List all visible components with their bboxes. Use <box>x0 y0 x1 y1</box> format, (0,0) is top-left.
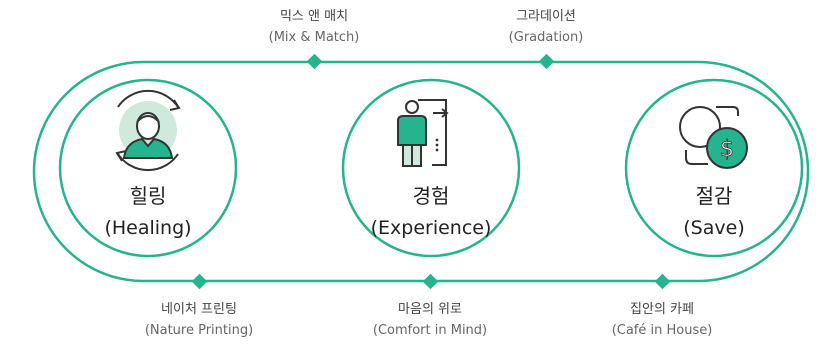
node-healing-ko: 힐링 <box>129 184 167 208</box>
node-save-en: (Save) <box>683 217 745 239</box>
node-experience-title: 경험 (Experience) <box>371 183 492 241</box>
label-mix-match-ko: 믹스 앤 매치 <box>279 9 349 24</box>
node-circle-experience <box>341 78 521 258</box>
node-save-title: 절감 (Save) <box>683 183 744 241</box>
node-circle-save <box>624 78 804 258</box>
person-cycle-icon <box>115 89 181 172</box>
label-cafe-en: (Café in House) <box>611 323 713 338</box>
dollar-coin-icon: $ <box>679 106 748 169</box>
label-gradation: 그라데이션 (Gradation) <box>509 8 584 47</box>
node-healing-title: 힐링 (Healing) <box>104 183 191 241</box>
label-nature-printing-en: (Nature Printing) <box>144 323 254 338</box>
connector-dot-cafe <box>654 273 671 290</box>
label-mix-match-en: (Mix & Match) <box>268 30 360 45</box>
label-comfort-ko: 마음의 위로 <box>398 302 462 317</box>
label-cafe-ko: 집안의 카페 <box>630 302 694 317</box>
label-cafe: 집안의 카페 (Café in House) <box>612 301 713 340</box>
svg-text:$: $ <box>720 137 734 162</box>
connector-dot-mix-match <box>306 53 323 70</box>
connector-dot-gradation <box>538 53 555 70</box>
node-circle-healing <box>58 78 238 258</box>
label-gradation-en: (Gradation) <box>508 30 584 45</box>
connector-dot-comfort <box>422 273 439 290</box>
node-healing-en: (Healing) <box>104 217 192 239</box>
node-experience-ko: 경험 <box>412 184 450 208</box>
label-nature-printing-ko: 네이처 프린팅 <box>161 302 237 317</box>
connector-dot-nature-printing <box>191 273 208 290</box>
label-mix-match: 믹스 앤 매치 (Mix & Match) <box>269 8 360 47</box>
label-comfort: 마음의 위로 (Comfort in Mind) <box>373 301 487 340</box>
label-nature-printing: 네이처 프린팅 (Nature Printing) <box>145 301 253 340</box>
node-experience-en: (Experience) <box>370 217 492 239</box>
track-loop <box>32 60 810 283</box>
label-gradation-ko: 그라데이션 <box>516 9 576 24</box>
node-save-ko: 절감 <box>695 184 733 208</box>
person-door-icon <box>397 99 449 167</box>
label-comfort-en: (Comfort in Mind) <box>372 323 488 338</box>
